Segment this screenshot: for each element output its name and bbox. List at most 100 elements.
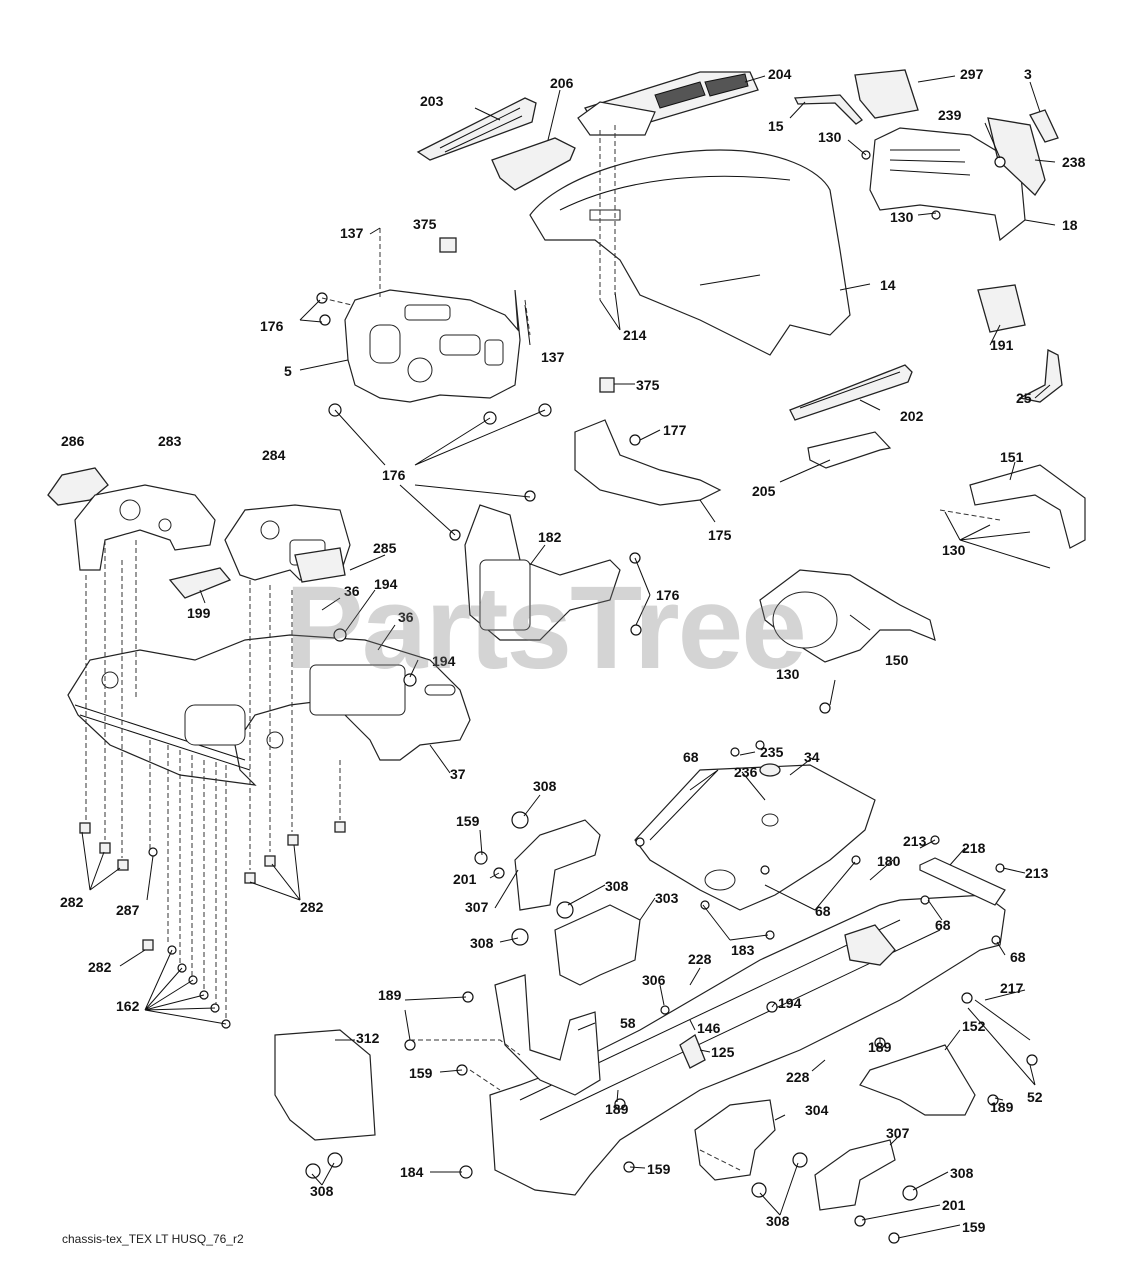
callout-218: 218 — [962, 840, 986, 856]
callout-194: 194 — [432, 653, 456, 669]
part-217-rod — [974, 999, 1031, 1041]
callout-228: 228 — [688, 951, 712, 967]
part-34-plate — [634, 764, 876, 911]
callout-177: 177 — [663, 422, 687, 438]
callout-180: 180 — [877, 853, 901, 869]
callout-201: 201 — [453, 871, 477, 887]
callout-189: 189 — [378, 987, 402, 1003]
callout-130: 130 — [942, 542, 966, 558]
callout-283: 283 — [158, 433, 182, 449]
part-204-lid — [577, 101, 656, 136]
callout-202: 202 — [900, 408, 924, 424]
dash-gauge-opening — [369, 324, 401, 364]
callout-176: 176 — [260, 318, 284, 334]
callout-213: 213 — [1025, 865, 1049, 881]
part-375b-knob — [599, 377, 615, 393]
part-18-grille — [869, 127, 1026, 242]
diagram-footer-caption: chassis-tex_TEX LT HUSQ_76_r2 — [62, 1232, 244, 1246]
part-375a-knob — [439, 237, 457, 253]
callout-14: 14 — [880, 277, 896, 293]
part-238 — [987, 117, 1046, 197]
callout-15: 15 — [768, 118, 784, 134]
callout-5: 5 — [284, 363, 292, 379]
callout-150: 150 — [885, 652, 909, 668]
callout-194: 194 — [374, 576, 398, 592]
callout-3: 3 — [1024, 66, 1032, 82]
callout-159: 159 — [409, 1065, 433, 1081]
part-58-bracket — [494, 974, 601, 1096]
callout-125: 125 — [711, 1044, 735, 1060]
callout-282: 282 — [88, 959, 112, 975]
part-14-hood — [529, 149, 851, 356]
callout-217: 217 — [1000, 980, 1024, 996]
part-206-bracket — [491, 137, 576, 191]
callout-194: 194 — [778, 995, 802, 1011]
callout-213: 213 — [903, 833, 927, 849]
callout-152: 152 — [962, 1018, 986, 1034]
assembly-lines — [85, 125, 1001, 1171]
callout-130: 130 — [818, 129, 842, 145]
callout-189: 189 — [605, 1101, 629, 1117]
callout-287: 287 — [116, 902, 140, 918]
part-218-bracket — [919, 857, 1006, 906]
part-25 — [1018, 348, 1063, 403]
callout-130: 130 — [890, 209, 914, 225]
callout-228: 228 — [786, 1069, 810, 1085]
callout-151: 151 — [1000, 449, 1024, 465]
callout-308: 308 — [310, 1183, 334, 1199]
callout-205: 205 — [752, 483, 776, 499]
part-312-plate — [274, 1029, 376, 1141]
part-286 — [47, 467, 109, 506]
callout-68: 68 — [683, 749, 699, 765]
callout-204: 204 — [768, 66, 792, 82]
part-202 — [789, 364, 913, 421]
callout-175: 175 — [708, 527, 732, 543]
callout-176: 176 — [382, 467, 406, 483]
part-297 — [854, 69, 919, 119]
callout-130: 130 — [776, 666, 800, 682]
part-frame-box — [844, 924, 896, 966]
callout-282: 282 — [300, 899, 324, 915]
callout-162: 162 — [116, 998, 140, 1014]
callout-199: 199 — [187, 605, 211, 621]
callout-183: 183 — [731, 942, 755, 958]
callout-307: 307 — [465, 899, 489, 915]
part-283-fender-cover — [74, 484, 216, 571]
callout-239: 239 — [938, 107, 962, 123]
callout-303: 303 — [655, 890, 679, 906]
callout-159: 159 — [456, 813, 480, 829]
callout-236: 236 — [734, 764, 758, 780]
callout-189: 189 — [868, 1039, 892, 1055]
part-3-emblem — [1029, 109, 1059, 143]
callout-308: 308 — [766, 1213, 790, 1229]
callout-282: 282 — [60, 894, 84, 910]
callout-36: 36 — [398, 609, 414, 625]
callout-146: 146 — [697, 1020, 721, 1036]
part-303-plate — [554, 904, 641, 986]
callout-36: 36 — [344, 583, 360, 599]
part-307b-guard — [814, 1139, 896, 1211]
callout-leaders — [81, 75, 1056, 1239]
dash-key-opening — [407, 357, 433, 383]
callout-238: 238 — [1062, 154, 1086, 170]
callout-306: 306 — [642, 972, 666, 988]
callout-189: 189 — [990, 1099, 1014, 1115]
callout-308: 308 — [470, 935, 494, 951]
callout-286: 286 — [61, 433, 85, 449]
callout-52: 52 — [1027, 1089, 1043, 1105]
part-175-bracket — [574, 419, 722, 506]
callout-18: 18 — [1062, 217, 1078, 233]
callout-308: 308 — [533, 778, 557, 794]
callout-297: 297 — [960, 66, 984, 82]
part-282-clips — [79, 821, 346, 951]
part-5-dash-panel — [344, 289, 521, 403]
part-180-frame — [489, 894, 1006, 1196]
callout-68: 68 — [1010, 949, 1026, 965]
callout-375: 375 — [413, 216, 437, 232]
callout-137: 137 — [340, 225, 364, 241]
part-151-bracket — [969, 464, 1086, 549]
part-239-nut — [994, 156, 1006, 168]
callout-312: 312 — [356, 1030, 380, 1046]
callout-304: 304 — [805, 1102, 829, 1118]
